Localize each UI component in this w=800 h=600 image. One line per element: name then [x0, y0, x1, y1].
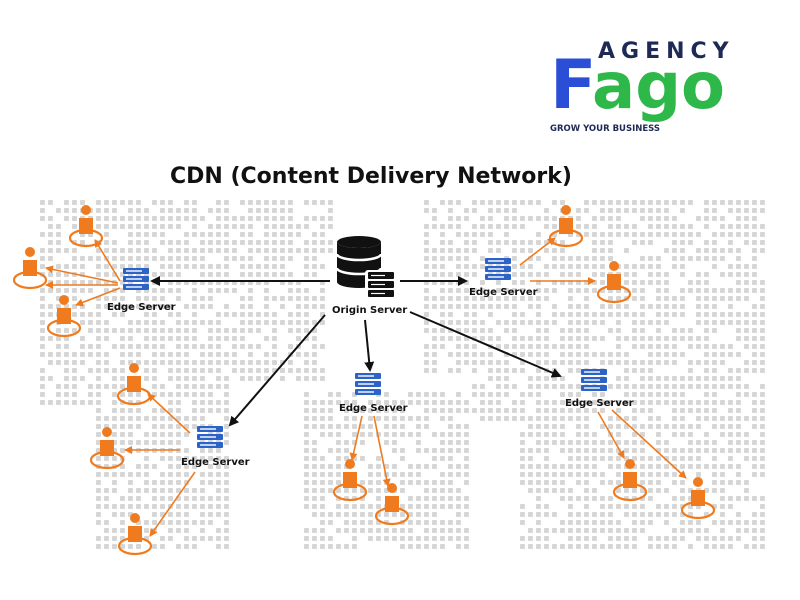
edge-server-icon: [122, 267, 150, 291]
page-title: CDN (Content Delivery Network): [170, 164, 572, 189]
edge-server-icon: [354, 372, 382, 396]
edge-to-user-links: [45, 237, 687, 537]
link-to-south-edge: [364, 319, 375, 372]
edge-server-label: Edge Server: [565, 398, 634, 409]
logo-agency-text: AGENCY: [598, 39, 735, 64]
edge-server-label: Edge Server: [181, 457, 250, 468]
edge-link: [349, 415, 363, 461]
edge-link: [149, 471, 196, 537]
logo-ago-letters: ago: [592, 50, 725, 124]
edge-server-south: Edge Server: [339, 372, 408, 414]
edge-link: [611, 409, 687, 479]
edge-link: [147, 393, 191, 434]
logo-f-letter: F: [550, 46, 596, 125]
user-icon: [680, 475, 716, 520]
edge-link: [75, 287, 121, 307]
edge-server-southwest: Edge Server: [181, 425, 250, 468]
agency-logo: AGENCY F ago GROW YOUR BUSINESS: [550, 39, 735, 134]
edge-server-icon: [484, 257, 512, 281]
edge-server-label: Edge Server: [339, 403, 408, 414]
link-to-southwest-edge: [228, 314, 326, 427]
edge-server-label: Edge Server: [469, 287, 538, 298]
edge-server-northwest: Edge Server: [107, 267, 176, 313]
edge-link: [94, 239, 121, 282]
origin-server-icon: [335, 236, 395, 298]
edge-server-label: Edge Server: [107, 302, 176, 313]
origin-links: [150, 276, 562, 427]
origin-server-label: Origin Server: [332, 305, 407, 316]
edge-server-icon: [580, 368, 608, 392]
edge-server-southeast: Edge Server: [565, 368, 634, 409]
link-to-southeast-edge: [409, 311, 562, 378]
edge-server-icon: [196, 425, 224, 449]
world-map-dots: [40, 200, 765, 549]
logo-tagline: GROW YOUR BUSINESS: [550, 124, 660, 134]
edge-link: [597, 411, 625, 459]
edge-server-northeast: Edge Server: [469, 257, 538, 298]
edge-link: [373, 415, 391, 487]
edge-link: [519, 237, 556, 266]
user-icon: [89, 425, 125, 470]
edge-link: [45, 265, 119, 284]
